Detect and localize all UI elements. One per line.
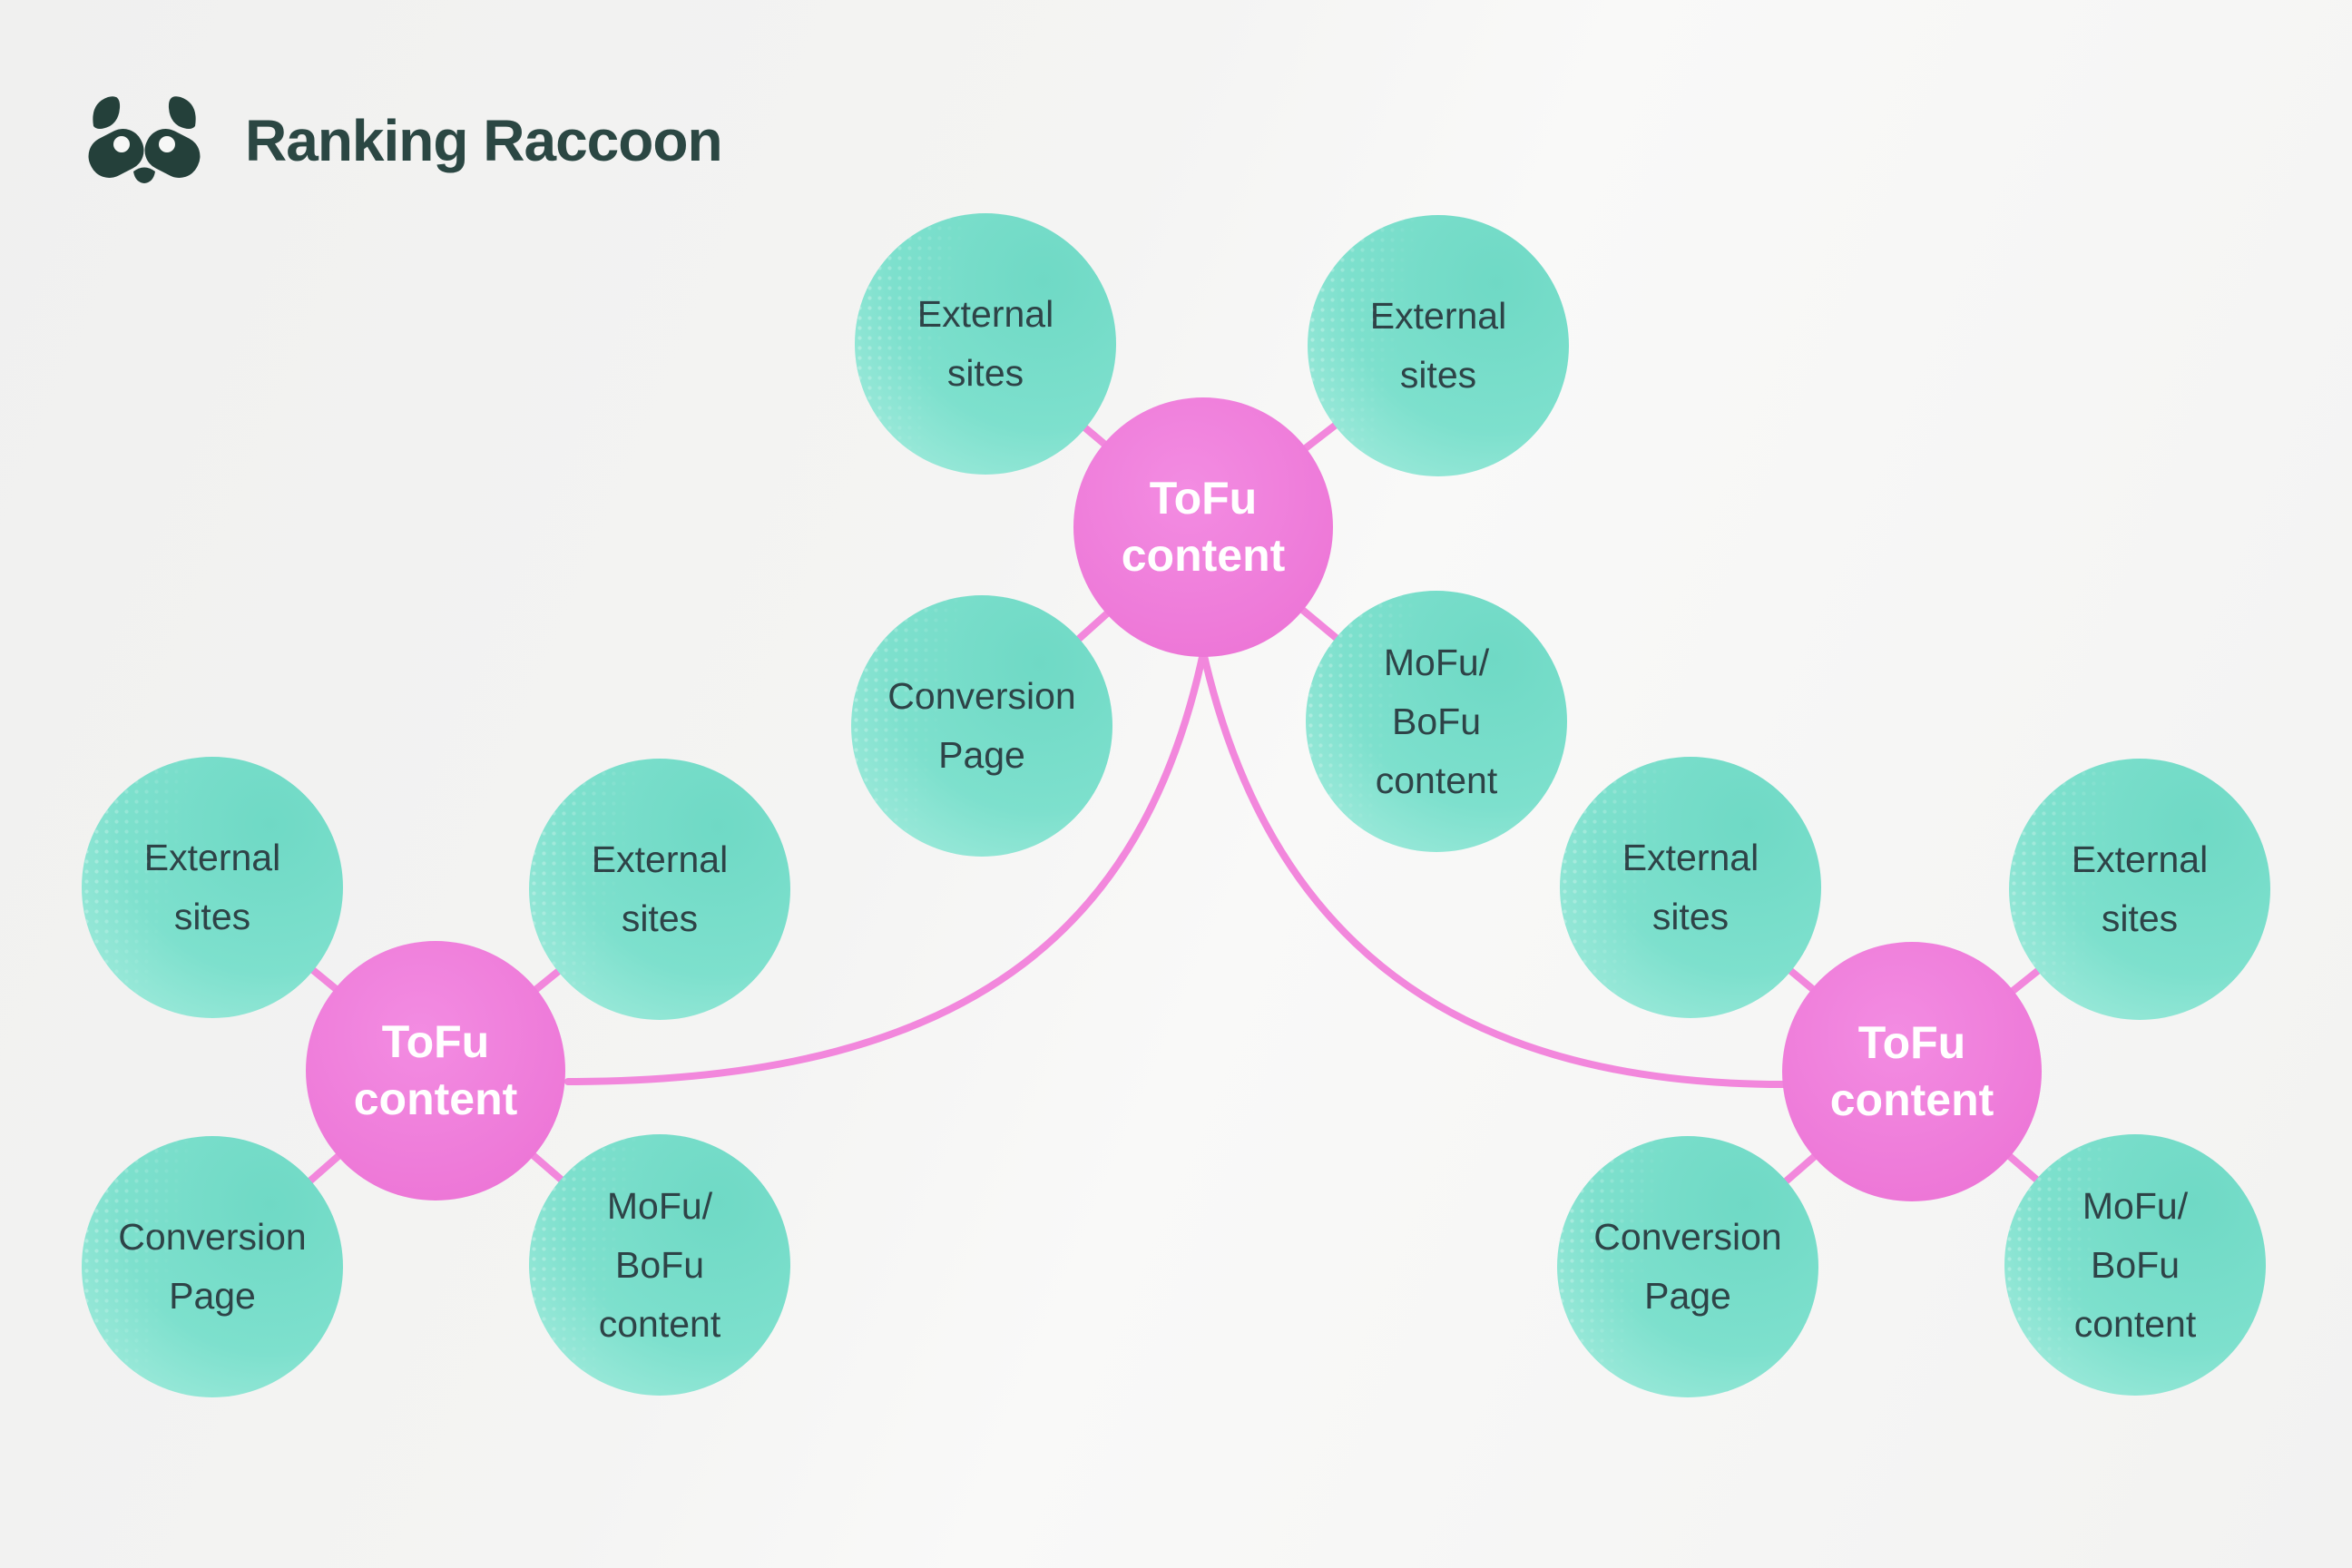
satellite-external-sites-label-line: sites xyxy=(1651,896,1730,937)
hub-tofu-content-right-cluster-label: ToFu content xyxy=(1830,1014,1994,1129)
satellite-mofu-bofu-content: MoFu/BoFu content xyxy=(1306,591,1567,852)
satellite-mofu-bofu-content-label-line: BoFu xyxy=(2091,1243,2180,1286)
hub-tofu-content-left-cluster: ToFu content xyxy=(306,941,565,1200)
satellite-mofu-bofu-content-label: MoFu/BoFu content xyxy=(1376,633,1498,810)
hub-tofu-content-right-cluster-label-line: content xyxy=(1829,1074,1994,1125)
satellite-external-sites-label-line: External xyxy=(143,837,281,878)
satellite-mofu-bofu-content-label: MoFu/BoFu content xyxy=(599,1177,721,1354)
satellite-external-sites: External sites xyxy=(1308,215,1569,476)
satellite-external-sites-label-line: sites xyxy=(173,896,251,937)
hub-tofu-content-left-cluster-label-line: ToFu xyxy=(381,1016,490,1067)
raccoon-icon xyxy=(88,96,201,183)
satellite-conversion-page-label-line: Page xyxy=(1644,1275,1731,1317)
connector-curve xyxy=(1196,632,1787,1088)
satellite-external-sites-label: External sites xyxy=(1370,287,1506,405)
satellite-external-sites-label-line: sites xyxy=(2101,897,2179,939)
brand-name: Ranking Raccoon xyxy=(245,107,723,173)
connector-curve xyxy=(564,632,1210,1085)
satellite-external-sites-label: External sites xyxy=(917,285,1054,403)
satellite-external-sites: External sites xyxy=(82,757,343,1018)
satellite-mofu-bofu-content-label-line: content xyxy=(598,1302,721,1345)
satellite-mofu-bofu-content: MoFu/BoFu content xyxy=(529,1134,790,1396)
satellite-conversion-page-label-line: Conversion xyxy=(118,1216,307,1258)
satellite-external-sites-label: External sites xyxy=(2072,830,2208,948)
satellite-mofu-bofu-content-label: MoFu/BoFu content xyxy=(2074,1177,2197,1354)
satellite-mofu-bofu-content-label-line: content xyxy=(1375,759,1498,801)
satellite-external-sites-label-line: sites xyxy=(946,352,1024,394)
satellite-conversion-page-label-line: Page xyxy=(169,1275,256,1317)
satellite-external-sites-label: External sites xyxy=(144,828,280,946)
satellite-mofu-bofu-content-label-line: BoFu xyxy=(615,1243,704,1286)
hub-tofu-content-top-cluster-label: ToFu content xyxy=(1122,470,1286,584)
satellite-mofu-bofu-content-label-line: MoFu/ xyxy=(2082,1184,2189,1227)
satellite-external-sites-label-line: sites xyxy=(621,897,699,939)
satellite-external-sites-label-line: External xyxy=(916,293,1054,335)
hub-tofu-content-right-cluster: ToFu content xyxy=(1782,942,2042,1201)
satellite-mofu-bofu-content-label-line: BoFu xyxy=(1392,700,1481,742)
hub-tofu-content-top-cluster-label-line: ToFu xyxy=(1149,473,1258,524)
hub-tofu-content-left-cluster-label: ToFu content xyxy=(354,1014,518,1128)
satellite-external-sites: External sites xyxy=(2009,759,2270,1020)
satellite-external-sites-label-line: sites xyxy=(1399,354,1477,396)
satellite-external-sites-label: External sites xyxy=(1622,828,1759,946)
satellite-external-sites-label-line: External xyxy=(1369,295,1507,337)
satellite-external-sites: External sites xyxy=(529,759,790,1020)
satellite-external-sites-label: External sites xyxy=(592,830,728,948)
satellite-external-sites-label-line: External xyxy=(591,838,729,880)
hub-tofu-content-left-cluster-label-line: content xyxy=(353,1073,518,1124)
satellite-mofu-bofu-content-label-line: MoFu/ xyxy=(1383,641,1490,683)
satellite-conversion-page-label-line: Conversion xyxy=(887,675,1076,717)
hub-tofu-content-right-cluster-label-line: ToFu xyxy=(1857,1017,1966,1068)
satellite-mofu-bofu-content-label-line: MoFu/ xyxy=(606,1184,713,1227)
satellite-conversion-page-label-line: Page xyxy=(938,734,1025,776)
hub-tofu-content-top-cluster: ToFu content xyxy=(1073,397,1333,657)
satellite-external-sites-label-line: External xyxy=(2071,838,2209,880)
satellite-conversion-page-label-line: Conversion xyxy=(1593,1216,1782,1258)
brand-logo: Ranking Raccoon xyxy=(86,96,723,184)
satellite-external-sites: External sites xyxy=(1560,757,1821,1018)
satellite-external-sites-label-line: External xyxy=(1622,837,1759,878)
hub-tofu-content-top-cluster-label-line: content xyxy=(1121,530,1286,581)
satellite-mofu-bofu-content: MoFu/BoFu content xyxy=(2004,1134,2266,1396)
satellite-external-sites: External sites xyxy=(855,213,1116,475)
satellite-mofu-bofu-content-label-line: content xyxy=(2073,1302,2197,1345)
